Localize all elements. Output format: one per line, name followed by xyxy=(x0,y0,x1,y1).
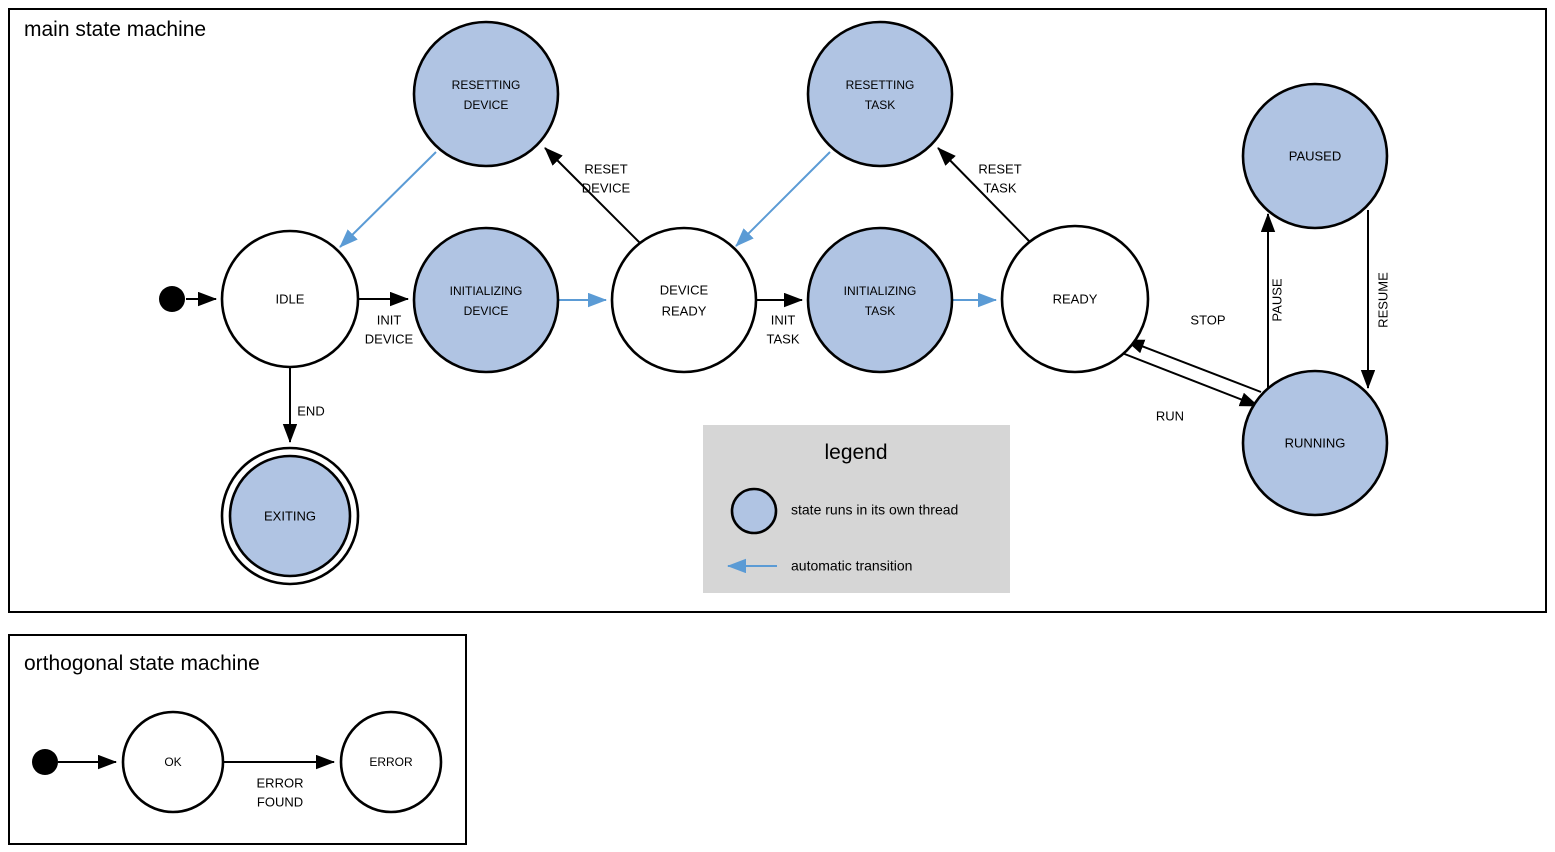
state-initializing-task[interactable]: INITIALIZING TASK xyxy=(806,226,954,374)
transition-label-init-task-line1: INIT xyxy=(771,312,796,327)
legend-thread-label: state runs in its own thread xyxy=(791,502,958,518)
transition-label-reset-task-line1: RESET xyxy=(978,161,1021,176)
transition-label-stop: STOP xyxy=(1190,312,1225,327)
legend-thread-swatch-icon xyxy=(730,487,778,535)
state-exiting-label: EXITING xyxy=(264,508,316,523)
transition-label-init-device-line1: INIT xyxy=(377,312,402,327)
state-resetting-task-label-line1: RESETTING xyxy=(846,78,915,92)
transition-label-run: RUN xyxy=(1156,408,1184,423)
transition-label-reset-device-line1: RESET xyxy=(584,161,627,176)
transition-resetting-task-device-ready[interactable] xyxy=(735,151,831,247)
state-paused[interactable]: PAUSED xyxy=(1241,82,1389,230)
legend-auto-transition-label: automatic transition xyxy=(791,558,912,574)
transition-device-ready-resetting-device[interactable] xyxy=(544,147,641,244)
state-resetting-device-shape[interactable] xyxy=(412,20,560,168)
state-resetting-task-label-line2: TASK xyxy=(865,98,895,112)
transition-label-init-task-line2: TASK xyxy=(767,331,800,346)
state-device-ready-label-line2: READY xyxy=(662,303,707,318)
state-idle[interactable]: IDLE xyxy=(220,229,360,369)
transition-label-error-found-line2: FOUND xyxy=(257,794,303,809)
state-device-ready-shape[interactable] xyxy=(610,226,758,374)
transition-label-pause: PAUSE xyxy=(1269,278,1284,321)
transition-resetting-device-idle[interactable] xyxy=(339,151,437,248)
transition-label-error-found-line1: ERROR xyxy=(257,775,304,790)
transition-label-end: END xyxy=(297,403,324,418)
state-resetting-task[interactable]: RESETTING TASK xyxy=(806,20,954,168)
state-error-shape[interactable] xyxy=(339,710,443,814)
state-resetting-task-shape[interactable] xyxy=(806,20,954,168)
state-resetting-device-label-line1: RESETTING xyxy=(452,78,521,92)
state-paused-shape[interactable] xyxy=(1241,82,1389,230)
state-initializing-device[interactable]: INITIALIZING DEVICE xyxy=(412,226,560,374)
state-resetting-device-label-line2: DEVICE xyxy=(464,98,509,112)
state-initializing-device-label-line1: INITIALIZING xyxy=(450,284,523,298)
state-exiting-shape[interactable] xyxy=(228,454,352,578)
legend-title: legend xyxy=(824,441,887,464)
transition-ready-resetting-task[interactable] xyxy=(937,147,1030,242)
transition-label-reset-task-line2: TASK xyxy=(984,180,1017,195)
state-initializing-device-shape[interactable] xyxy=(412,226,560,374)
transition-label-reset-device-line2: DEVICE xyxy=(582,180,631,195)
state-ready-shape[interactable] xyxy=(1000,224,1150,374)
transition-running-ready[interactable] xyxy=(1125,339,1262,393)
state-initializing-device-label-line2: DEVICE xyxy=(464,304,509,318)
state-resetting-device[interactable]: RESETTING DEVICE xyxy=(412,20,560,168)
state-idle-label: IDLE xyxy=(276,291,305,306)
state-running-shape[interactable] xyxy=(1241,369,1389,517)
states-layer: IDLE RESETTING DEVICE INITIALIZING DEVIC… xyxy=(159,20,1389,586)
state-running-label: RUNNING xyxy=(1285,435,1346,450)
orthogonal-initial-state-marker xyxy=(32,749,58,775)
state-exiting[interactable]: EXITING xyxy=(220,446,360,586)
state-device-ready[interactable]: DEVICE READY xyxy=(610,226,758,374)
state-running[interactable]: RUNNING xyxy=(1241,369,1389,517)
orthogonal-frame-title: orthogonal state machine xyxy=(24,652,260,675)
orthogonal-state-machine-frame: orthogonal state machine ERROR FOUND OK … xyxy=(8,634,467,845)
legend: legend state runs in its own thread auto… xyxy=(703,425,1010,593)
state-ok[interactable]: OK xyxy=(121,710,225,814)
transition-label-resume: RESUME xyxy=(1375,272,1390,328)
state-ready[interactable]: READY xyxy=(1000,224,1150,374)
state-device-ready-label-line1: DEVICE xyxy=(660,282,709,297)
state-initializing-task-label-line2: TASK xyxy=(865,304,895,318)
state-paused-label: PAUSED xyxy=(1289,148,1342,163)
state-ready-label: READY xyxy=(1053,291,1098,306)
state-idle-shape[interactable] xyxy=(220,229,360,369)
state-initializing-task-label-line1: INITIALIZING xyxy=(844,284,917,298)
state-initializing-task-shape[interactable] xyxy=(806,226,954,374)
state-error[interactable]: ERROR xyxy=(339,710,443,814)
initial-state-marker xyxy=(159,286,185,312)
state-ok-label: OK xyxy=(164,755,181,769)
transition-ready-running[interactable] xyxy=(1121,352,1259,407)
transitions-layer: INIT DEVICE RESET DEVICE INIT TASK RESET… xyxy=(186,147,1390,443)
transition-label-init-device-line2: DEVICE xyxy=(365,331,414,346)
main-frame-title: main state machine xyxy=(24,18,206,41)
state-error-label: ERROR xyxy=(369,755,413,769)
state-ok-shape[interactable] xyxy=(121,710,225,814)
